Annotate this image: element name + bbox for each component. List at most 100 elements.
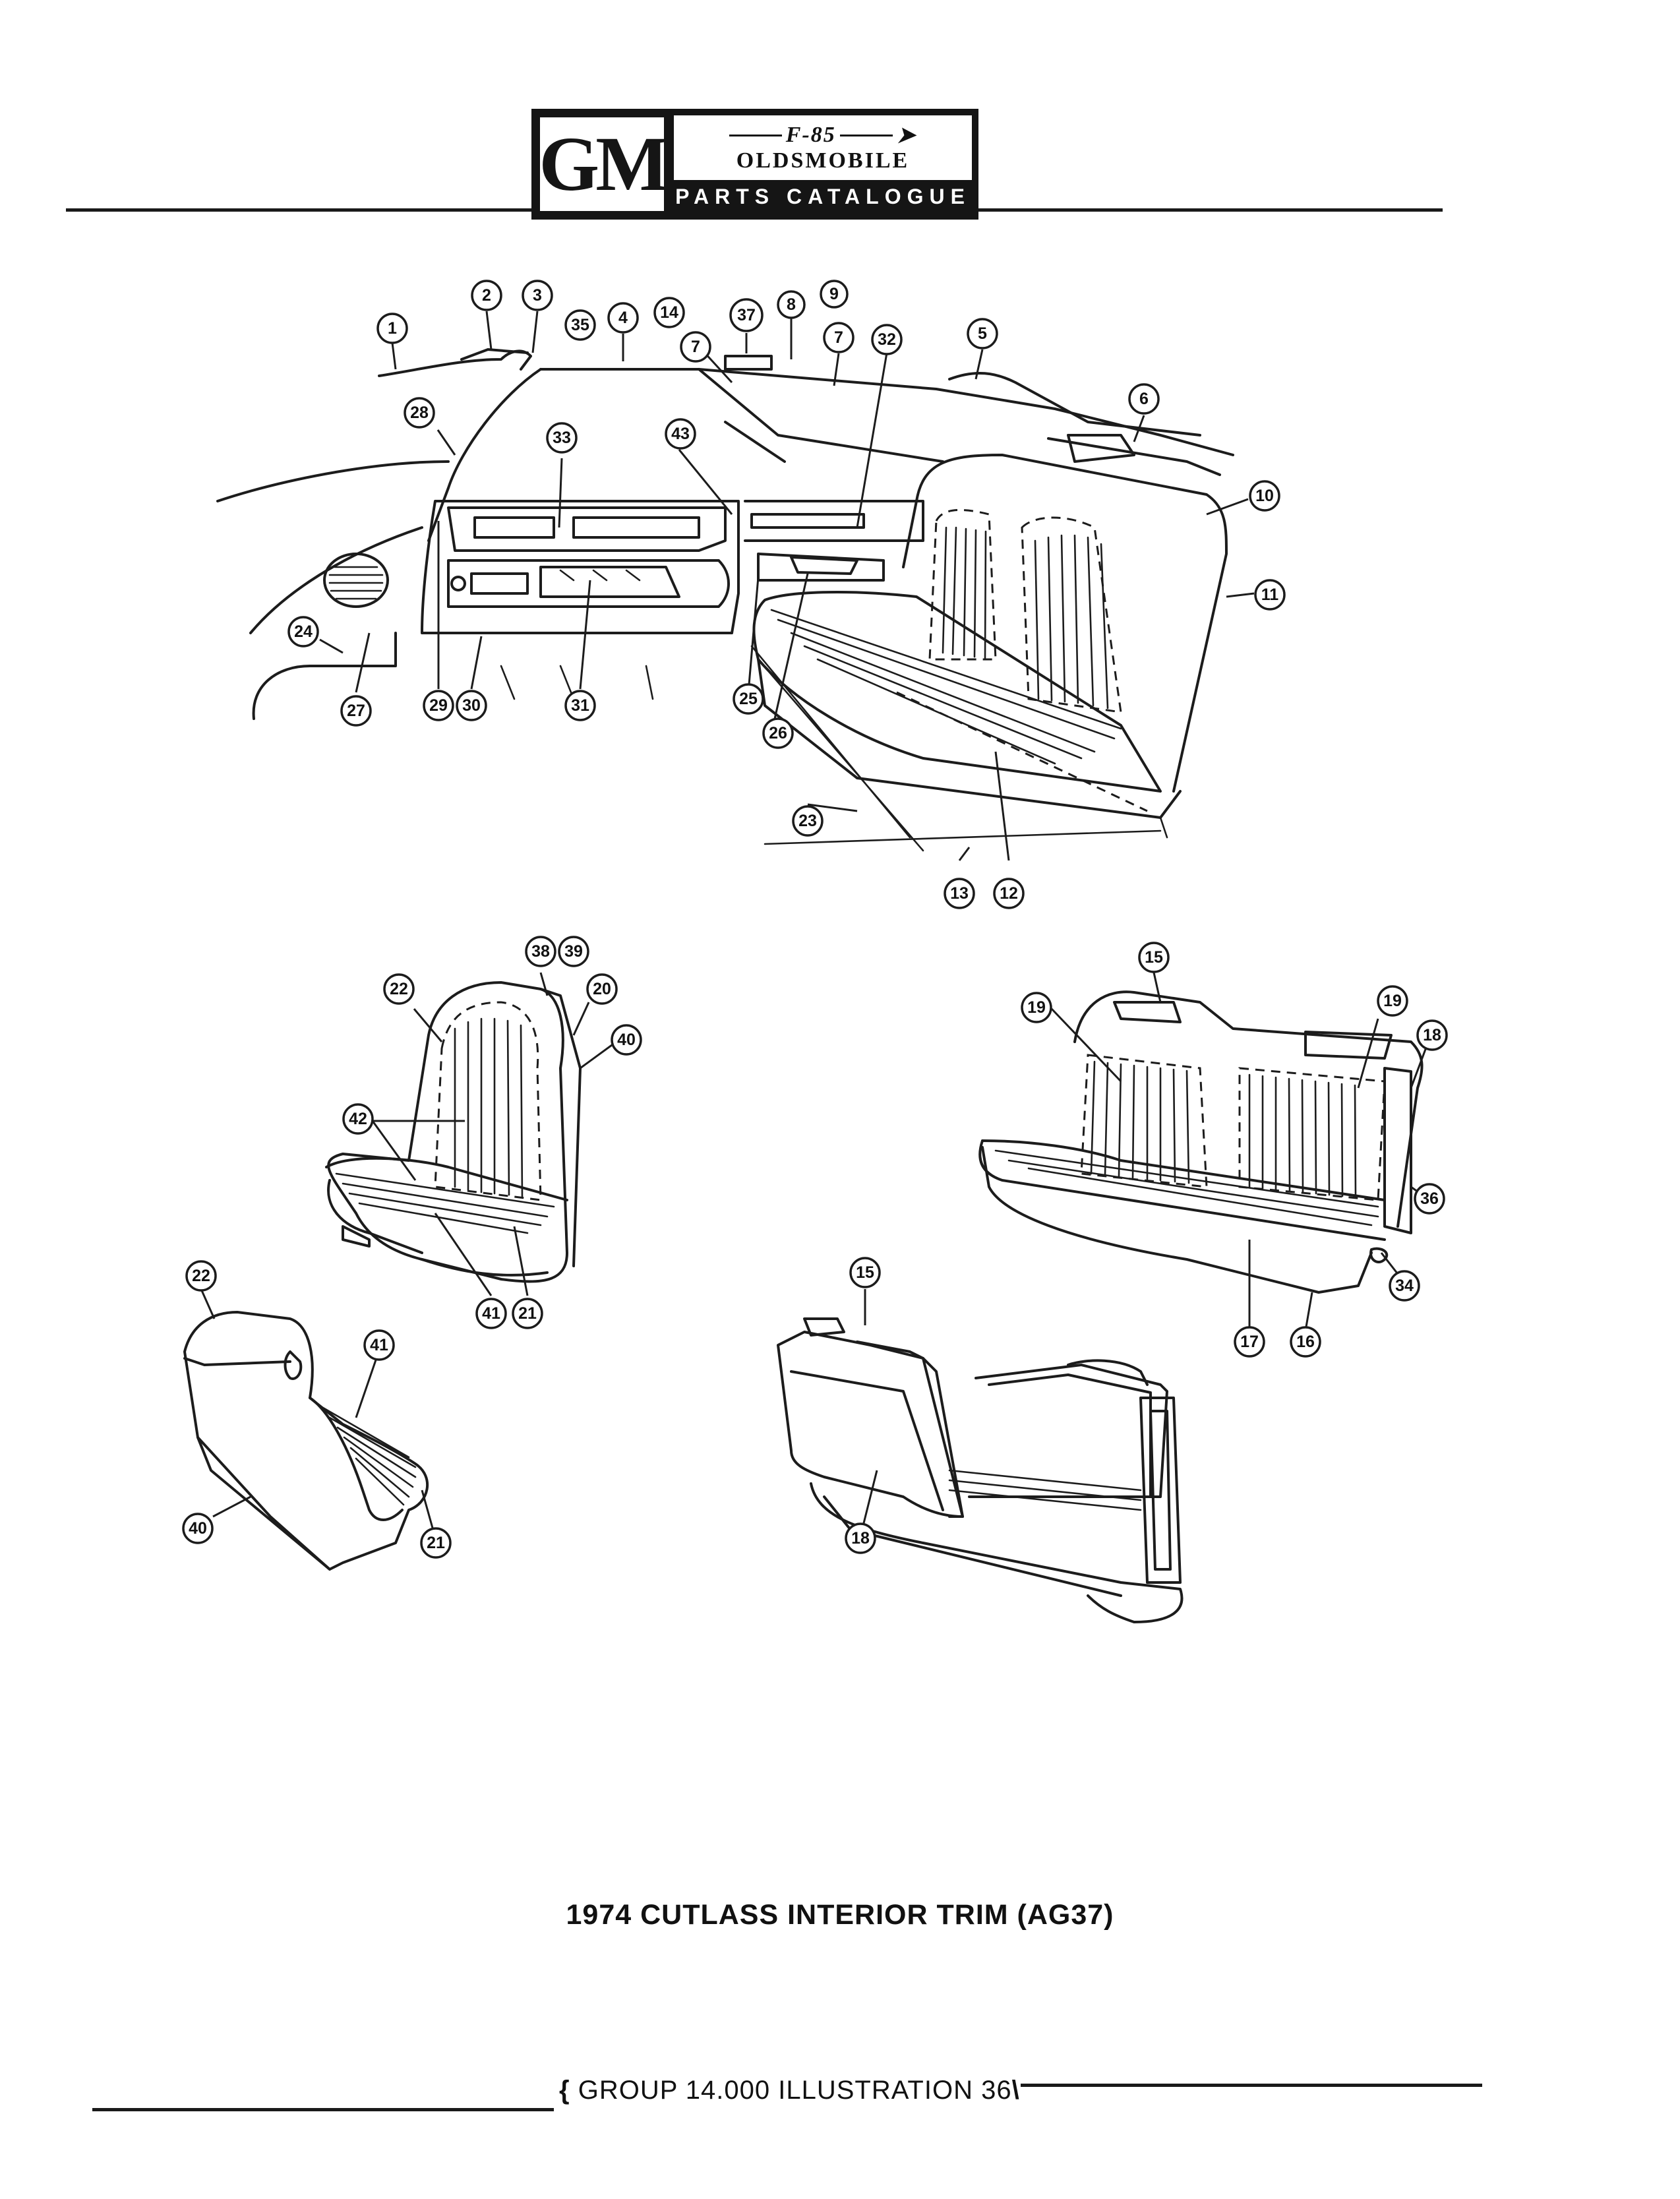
svg-text:2: 2 (482, 286, 491, 305)
callout: 18 (1416, 1019, 1448, 1051)
svg-text:36: 36 (1420, 1190, 1439, 1208)
callout: 6 (1128, 383, 1160, 415)
svg-text:39: 39 (564, 942, 583, 961)
callout: 34 (1389, 1270, 1420, 1302)
svg-text:43: 43 (671, 425, 690, 443)
svg-text:8: 8 (787, 295, 796, 314)
logo-catalogue: PARTS CATALOGUE (675, 184, 971, 208)
speaker-grille (323, 553, 389, 608)
gm-logo: GM F-85 ➤ OLDSMOBILE PARTS CATALOGUE (531, 109, 978, 220)
callout: 22 (185, 1260, 217, 1292)
callout: 13 (944, 878, 975, 909)
svg-text:26: 26 (769, 724, 787, 742)
svg-text:33: 33 (553, 429, 571, 447)
svg-text:21: 21 (518, 1304, 537, 1323)
rear-bench-seat-drawing (978, 990, 1424, 1294)
svg-text:42: 42 (349, 1110, 367, 1128)
svg-text:7: 7 (691, 338, 700, 356)
callout: 31 (564, 690, 596, 721)
callout: 16 (1290, 1326, 1321, 1358)
split-bench-seat-drawing (777, 1317, 1184, 1623)
footer-label: { GROUP 14.000 ILLUSTRATION 36\ (559, 2076, 1020, 2105)
svg-text:15: 15 (1145, 948, 1163, 967)
svg-text:1: 1 (388, 319, 397, 338)
svg-text:4: 4 (618, 309, 628, 327)
svg-text:5: 5 (978, 324, 987, 343)
svg-text:25: 25 (739, 690, 758, 708)
leader-lines (200, 309, 1432, 1540)
callout: 38 (525, 936, 556, 967)
callout: 40 (611, 1024, 642, 1056)
callout: 19 (1021, 992, 1052, 1023)
svg-text:32: 32 (878, 330, 896, 349)
svg-text:40: 40 (189, 1519, 207, 1538)
callout: 36 (1414, 1183, 1445, 1215)
callout: 41 (363, 1329, 395, 1361)
svg-text:41: 41 (370, 1336, 388, 1354)
svg-text:23: 23 (798, 812, 817, 830)
footer-rule-right (1021, 2084, 1482, 2087)
callout: 14 (653, 297, 685, 328)
callout: 5 (967, 318, 998, 349)
callout: 17 (1234, 1326, 1265, 1358)
callout: 21 (420, 1527, 452, 1559)
callout: 26 (762, 717, 794, 749)
svg-text:40: 40 (617, 1031, 636, 1049)
svg-text:22: 22 (390, 980, 408, 998)
callout: 2 (471, 280, 502, 311)
svg-text:3: 3 (533, 286, 542, 305)
callout: 41 (475, 1298, 507, 1329)
callout: 42 (342, 1103, 374, 1135)
callout: 11 (1254, 579, 1286, 611)
svg-text:6: 6 (1139, 390, 1149, 408)
arrow-right-icon: ➤ (896, 123, 917, 148)
bucket-seat-drawing (325, 981, 582, 1283)
svg-text:9: 9 (829, 285, 839, 303)
callout: 3 (522, 280, 553, 311)
svg-text:28: 28 (410, 404, 429, 422)
callout: 8 (777, 290, 806, 319)
callout: 1 (376, 313, 408, 344)
callout: 35 (564, 309, 596, 341)
callout: 4 (607, 302, 639, 334)
svg-text:7: 7 (834, 328, 843, 347)
svg-text:29: 29 (429, 696, 448, 715)
svg-text:27: 27 (347, 702, 365, 720)
callout: 32 (871, 324, 903, 355)
svg-text:13: 13 (950, 884, 969, 903)
callout: 12 (993, 878, 1025, 909)
callout: 10 (1249, 480, 1280, 512)
callout: 9 (820, 280, 849, 309)
callout: 20 (586, 973, 618, 1005)
logo-make: OLDSMOBILE (736, 148, 910, 173)
callout: 18 (845, 1522, 876, 1554)
svg-text:12: 12 (1000, 884, 1018, 903)
callout: 43 (665, 418, 696, 450)
callout: 23 (792, 805, 824, 837)
callout: 27 (340, 695, 372, 727)
svg-text:20: 20 (593, 980, 611, 998)
callout: 22 (383, 973, 415, 1005)
svg-text:34: 34 (1395, 1277, 1414, 1295)
callout: 40 (182, 1513, 214, 1544)
illustration-caption: 1974 CUTLASS INTERIOR TRIM (AG37) (566, 1899, 1114, 1931)
svg-text:22: 22 (192, 1267, 210, 1285)
callout: 15 (1138, 942, 1170, 973)
svg-text:35: 35 (571, 316, 589, 334)
callout: 21 (512, 1298, 543, 1329)
svg-text:10: 10 (1255, 487, 1274, 505)
svg-text:17: 17 (1240, 1333, 1259, 1351)
svg-text:38: 38 (531, 942, 550, 961)
logo-gm-mark: GM (538, 115, 669, 213)
callout: 7 (680, 331, 711, 363)
callout: 28 (404, 397, 435, 429)
callout: 25 (733, 683, 764, 715)
callout: 39 (558, 936, 589, 967)
callout: 30 (456, 690, 487, 721)
svg-text:30: 30 (462, 696, 481, 715)
callout: 29 (423, 690, 454, 721)
svg-text:15: 15 (856, 1263, 874, 1282)
svg-text:41: 41 (482, 1304, 500, 1323)
bucket-seat-side-drawing (183, 1311, 429, 1571)
